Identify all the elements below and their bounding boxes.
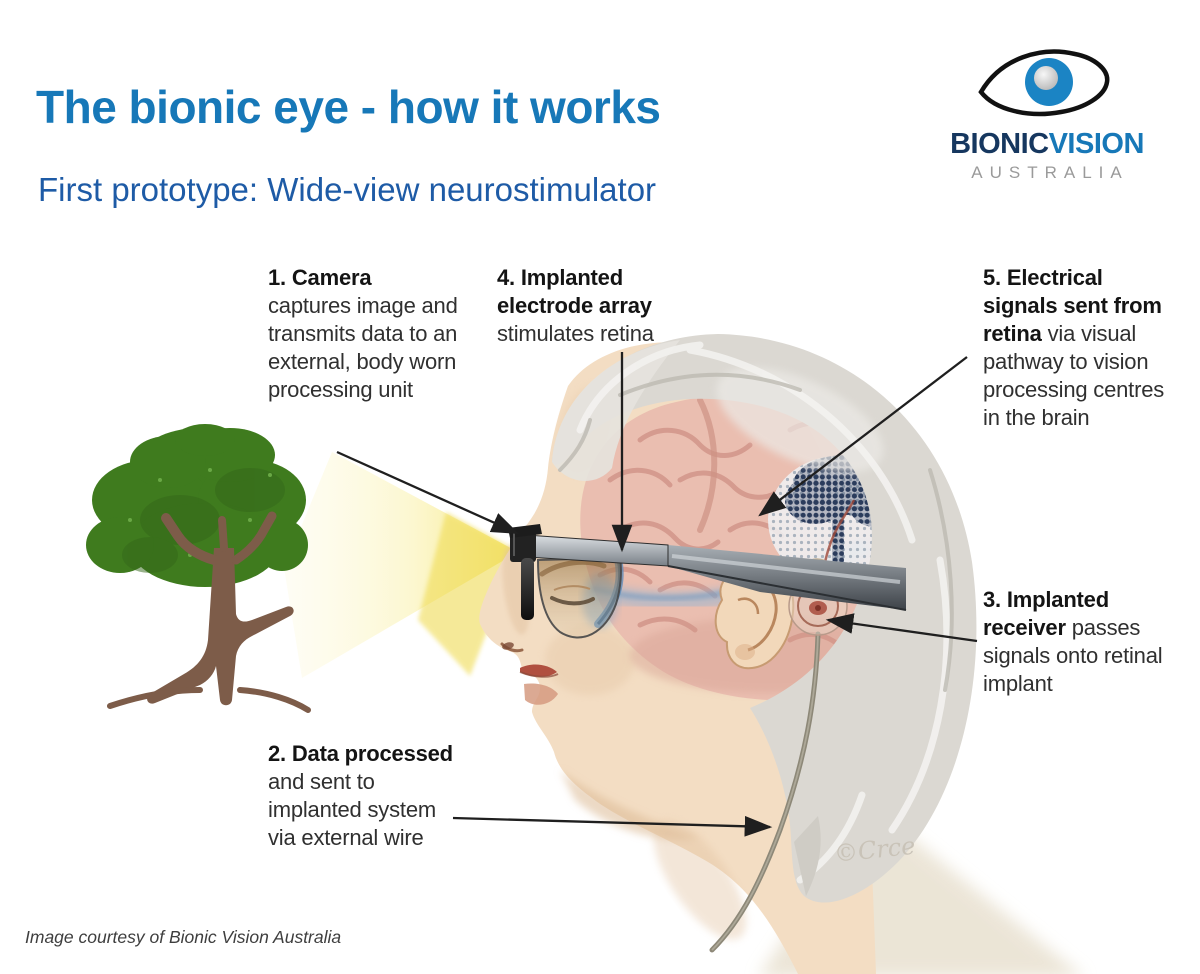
hair xyxy=(552,334,977,903)
eye-logo-icon xyxy=(978,49,1110,117)
logo-wordmark: BIONICVISION xyxy=(938,128,1156,161)
arrow-electrical-signals xyxy=(758,356,968,517)
logo-pupil xyxy=(1034,66,1058,90)
arrow-receiver xyxy=(825,613,978,643)
vision-beam xyxy=(284,452,518,678)
page-title: The bionic eye - how it works xyxy=(36,80,661,133)
annotation-electrode-array: 4. Implanted electrode array stimulates … xyxy=(497,264,702,348)
logo-text-bionic: BIONIC xyxy=(950,128,1049,160)
bionic-vision-logo: BIONICVISION AUSTRALIA xyxy=(938,46,1156,183)
lens xyxy=(536,556,622,639)
annotation-receiver-lead: 3. Implanted receiver xyxy=(983,587,1109,640)
arrow-wire xyxy=(452,815,773,837)
annotation-electrical-lead: 5. Electrical signals sent from retina xyxy=(983,265,1162,346)
annotation-arrows xyxy=(336,352,978,837)
logo-eye-outline xyxy=(978,49,1110,117)
annotation-camera: 1. Camera captures image and transmits d… xyxy=(268,264,458,404)
logo-tagline: AUSTRALIA xyxy=(971,163,1129,182)
tree-illustration xyxy=(86,424,311,713)
annotation-data-processed: 2. Data processed and sent to implanted … xyxy=(268,740,453,852)
logo-text-vision: VISION xyxy=(1048,128,1145,160)
annotation-electrode-body: stimulates retina xyxy=(497,321,654,346)
annotation-camera-body: captures image and transmits data to an … xyxy=(268,293,458,402)
annotation-camera-lead: 1. Camera xyxy=(268,265,372,290)
annotation-electrical-signals: 5. Electrical signals sent from retina v… xyxy=(983,264,1168,432)
camera-glasses xyxy=(508,524,907,639)
page-subtitle: First prototype: Wide-view neurostimulat… xyxy=(38,171,657,209)
annotation-data-lead: 2. Data processed xyxy=(268,741,453,766)
annotation-data-body: and sent to implanted system via externa… xyxy=(268,769,436,850)
tree-trunk xyxy=(107,511,311,713)
annotation-implanted-receiver: 3. Implanted receiver passes signals ont… xyxy=(983,586,1183,698)
annotation-electrode-lead: 4. Implanted electrode array xyxy=(497,265,652,318)
annotation-electrical-body: via visual pathway to vision processing … xyxy=(983,321,1165,430)
image-credit: Image courtesy of Bionic Vision Australi… xyxy=(25,927,342,947)
annotation-receiver-body: passes signals onto retinal implant xyxy=(983,615,1163,696)
lips xyxy=(519,664,559,705)
arrow-camera xyxy=(336,450,520,535)
